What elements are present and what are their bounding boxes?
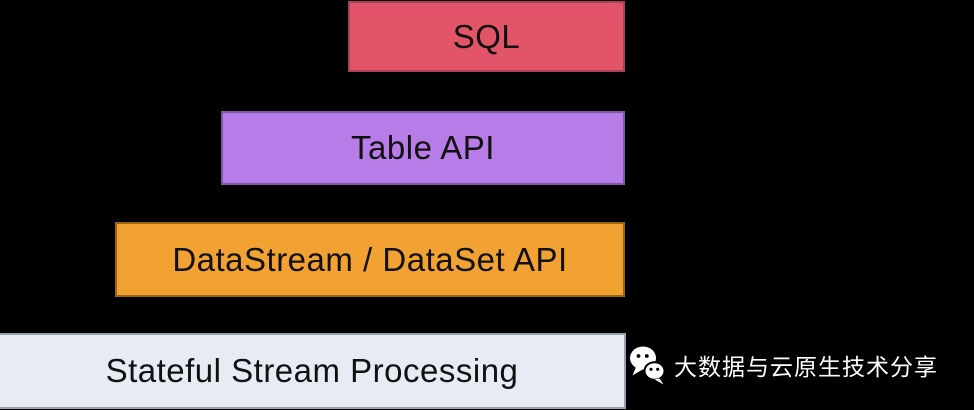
layer-stateful-stream-processing: Stateful Stream Processing xyxy=(0,333,626,409)
layer-stateful-stream-processing-label: Stateful Stream Processing xyxy=(105,352,519,389)
layer-sql: SQL xyxy=(348,1,625,72)
layer-table-api: Table API xyxy=(221,111,625,185)
wechat-branding: 大数据与云原生技术分享 xyxy=(629,341,938,389)
layer-sql-label: SQL xyxy=(452,17,521,55)
layer-table-api-label: Table API xyxy=(351,129,495,166)
wechat-icon xyxy=(630,346,665,385)
layer-datastream-dataset-api: DataStream / DataSet API xyxy=(115,222,625,297)
branding-text: 大数据与云原生技术分享 xyxy=(674,354,938,380)
layer-datastream-dataset-api-label: DataStream / DataSet API xyxy=(172,240,568,278)
